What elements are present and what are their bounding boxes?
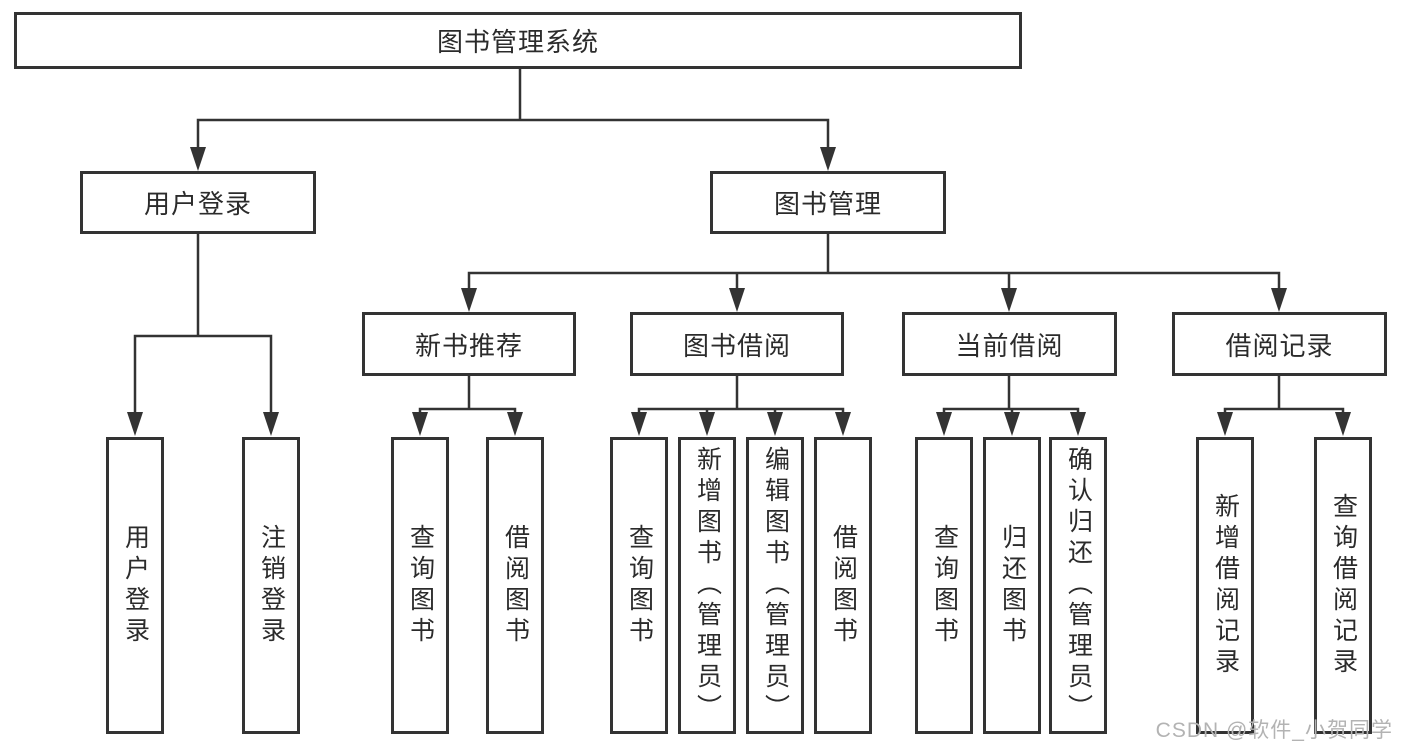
leaf-label: 借阅图书 — [829, 523, 858, 648]
connector-borrowrecords-to-leaves — [1223, 374, 1345, 417]
leaf-user-login: 用户登录 — [106, 437, 164, 734]
arrow-icon — [729, 288, 745, 312]
arrow-icon — [190, 147, 206, 171]
arrow-icon — [1070, 412, 1086, 436]
connector-newbookrec-to-leaves — [418, 374, 517, 417]
arrow-icon — [1335, 412, 1351, 436]
leaf-current-confirm-return-admin: 确认归还（管理员） — [1049, 437, 1107, 734]
leaf-newbook-query-books: 查询图书 — [391, 437, 449, 734]
arrow-icon — [835, 412, 851, 436]
leaf-current-return-books: 归还图书 — [983, 437, 1041, 734]
node-new-book-recommendation: 新书推荐 — [362, 312, 576, 376]
leaf-borrowing-add-books-admin: 新增图书（管理员） — [678, 437, 736, 734]
arrow-icon — [699, 412, 715, 436]
leaf-current-query-books: 查询图书 — [915, 437, 973, 734]
connector-currentborrow-to-leaves — [942, 374, 1080, 417]
leaf-label: 查询图书 — [930, 523, 959, 648]
arrow-icon — [936, 412, 952, 436]
leaf-label: 用户登录 — [121, 523, 150, 648]
leaf-label: 查询图书 — [406, 523, 435, 648]
connector-bookmgmt-to-level3 — [467, 232, 1281, 292]
arrow-icon — [1217, 412, 1233, 436]
node-current-borrowing: 当前借阅 — [902, 312, 1117, 376]
leaf-borrowing-borrow-books: 借阅图书 — [814, 437, 872, 734]
arrow-icon — [507, 412, 523, 436]
connector-userlogin-to-leaves — [133, 232, 273, 416]
leaf-label: 借阅图书 — [501, 523, 530, 648]
leaf-label: 查询借阅记录 — [1329, 492, 1358, 679]
leaf-label: 新增借阅记录 — [1211, 492, 1240, 679]
arrow-icon — [263, 412, 279, 436]
node-borrow-records: 借阅记录 — [1172, 312, 1387, 376]
connector-bookborrow-to-leaves — [637, 374, 845, 417]
leaf-label: 查询图书 — [625, 523, 654, 648]
leaf-borrowing-edit-books-admin: 编辑图书（管理员） — [746, 437, 804, 734]
arrowheads — [127, 147, 1351, 436]
arrow-icon — [820, 147, 836, 171]
arrow-icon — [767, 412, 783, 436]
leaf-label: 新增图书（管理员） — [693, 446, 722, 725]
arrow-icon — [412, 412, 428, 436]
leaf-label: 归还图书 — [998, 523, 1027, 648]
leaf-records-add-borrow-record: 新增借阅记录 — [1196, 437, 1254, 734]
leaf-label: 确认归还（管理员） — [1064, 446, 1093, 725]
arrow-icon — [631, 412, 647, 436]
node-book-borrowing: 图书借阅 — [630, 312, 844, 376]
node-user-login: 用户登录 — [80, 171, 316, 234]
leaf-label: 编辑图书（管理员） — [761, 446, 790, 725]
leaf-logout: 注销登录 — [242, 437, 300, 734]
arrow-icon — [1271, 288, 1287, 312]
leaf-records-query-borrow-record: 查询借阅记录 — [1314, 437, 1372, 734]
leaf-borrowing-query-books: 查询图书 — [610, 437, 668, 734]
arrow-icon — [127, 412, 143, 436]
arrow-icon — [1004, 412, 1020, 436]
arrow-icon — [461, 288, 477, 312]
watermark-text: CSDN @软件_小贺同学 — [1155, 719, 1393, 742]
leaf-newbook-borrow-books: 借阅图书 — [486, 437, 544, 734]
arrow-icon — [1001, 288, 1017, 312]
node-book-management: 图书管理 — [710, 171, 946, 234]
leaf-label: 注销登录 — [257, 523, 286, 648]
node-root: 图书管理系统 — [14, 12, 1022, 69]
connector-root-to-level2 — [196, 67, 830, 152]
